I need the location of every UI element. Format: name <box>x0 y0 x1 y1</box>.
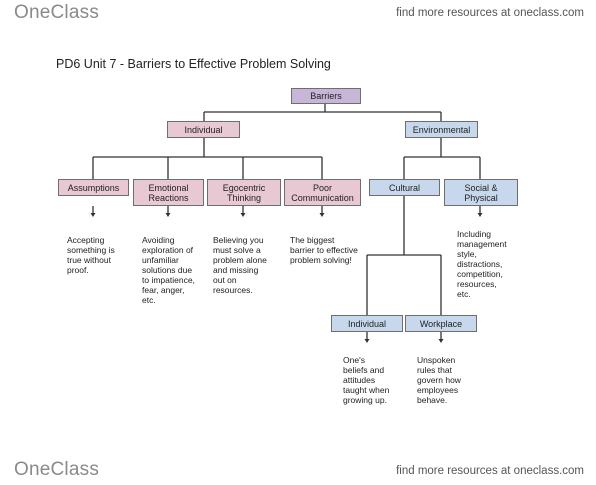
node-barriers: Barriers <box>291 88 361 104</box>
node-cultural: Cultural <box>369 179 440 196</box>
node-egocentric-thinking: Egocentric Thinking <box>207 179 281 206</box>
oneclass-logo[interactable]: OneClass <box>14 2 100 23</box>
node-cultural-individual: Individual <box>331 315 403 332</box>
note-emotional-reactions: Avoiding exploration of unfamiliar solut… <box>142 235 195 305</box>
note-cultural-workplace: Unspoken rules that govern how employees… <box>417 355 461 405</box>
node-emotional-reactions: Emotional Reactions <box>133 179 204 206</box>
node-poor-communication: Poor Communication <box>284 179 361 206</box>
footer-tagline[interactable]: find more resources at oneclass.com <box>396 465 584 477</box>
header-tagline[interactable]: find more resources at oneclass.com <box>396 7 584 19</box>
note-poor-communication: The biggest barrier to effective problem… <box>290 235 358 265</box>
node-cultural-workplace: Workplace <box>405 315 477 332</box>
note-cultural-individual: One's beliefs and attitudes taught when … <box>343 355 390 405</box>
oneclass-logo-footer[interactable]: OneClass <box>14 459 100 480</box>
node-social-physical: Social & Physical <box>444 179 518 206</box>
note-egocentric-thinking: Believing you must solve a problem alone… <box>213 235 267 295</box>
note-assumptions: Accepting something is true without proo… <box>67 235 115 275</box>
node-assumptions: Assumptions <box>58 179 129 196</box>
node-environmental: Environmental <box>405 121 478 138</box>
node-individual: Individual <box>167 121 240 138</box>
page-title: PD6 Unit 7 - Barriers to Effective Probl… <box>56 57 331 71</box>
note-social-physical: Including management style, distractions… <box>457 229 507 299</box>
